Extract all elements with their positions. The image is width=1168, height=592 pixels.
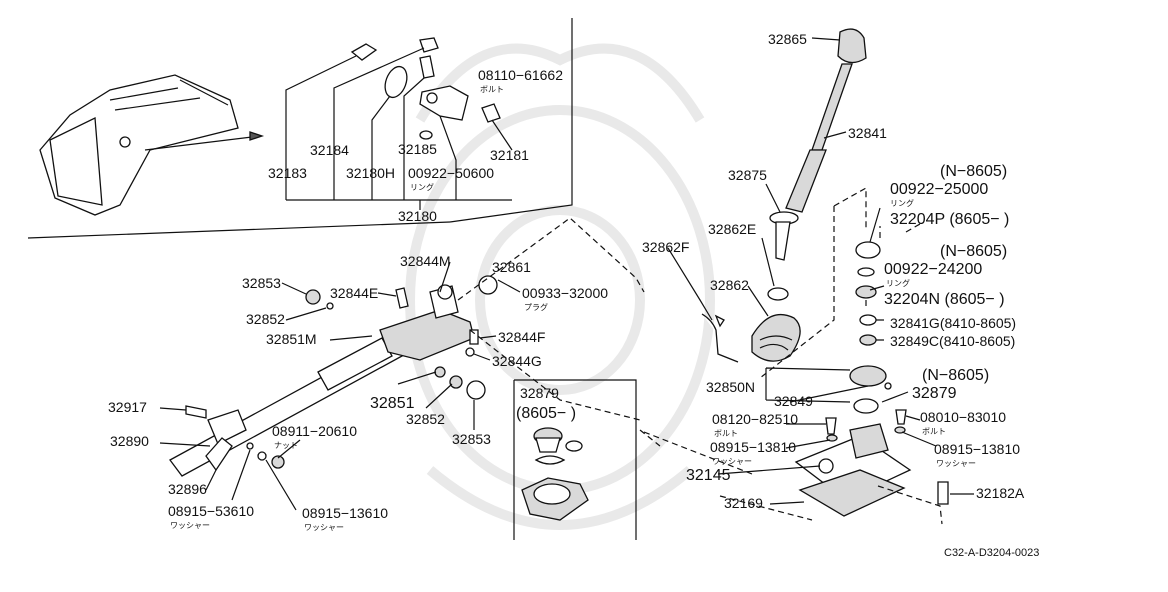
label-32169: 32169 — [724, 495, 763, 511]
label-00922-24200: 00922−24200 — [884, 261, 982, 278]
shift-rod-assembly — [169, 275, 498, 477]
inset-label-32879: 32879 — [520, 385, 559, 401]
label-32204P: 32204P (8605− ) — [890, 211, 1009, 228]
label-08915-53610-sub: ワッシャー — [170, 521, 210, 530]
label-32184: 32184 — [310, 142, 349, 158]
label-32185: 32185 — [398, 141, 437, 157]
label-32862: 32862 — [710, 277, 749, 293]
shift-lever-assembly — [701, 28, 949, 517]
label-00922-24200-sub: リング — [886, 278, 910, 288]
label-32865: 32865 — [768, 31, 807, 47]
label-32879: 32879 — [912, 385, 957, 402]
label-08915-13810-a-sub: ワッシャー — [712, 457, 752, 466]
label-n8605-c: (N−8605) — [922, 367, 989, 384]
label-32917: 32917 — [108, 399, 147, 415]
label-08915-13810-a: 08915−13810 — [710, 439, 796, 455]
label-08110-61662: 08110−61662 — [478, 67, 563, 83]
label-00922-25000-sub: リング — [890, 198, 914, 208]
transmission-housing — [39, 74, 265, 216]
shift-lever-leaders — [643, 37, 974, 525]
label-00922-50600-sub: リング — [410, 182, 434, 192]
shift-rod-leaders — [159, 217, 661, 511]
bracket-leader-32183 — [285, 47, 425, 200]
label-32180H: 32180H — [346, 165, 395, 181]
label-08911-20610: 08911−20610 — [272, 423, 357, 439]
label-08915-13610: 08915−13610 — [302, 505, 388, 521]
label-00933-sub: プラグ — [524, 302, 548, 312]
label-32851M: 32851M — [266, 331, 317, 347]
label-08915-13610-sub: ワッシャー — [304, 523, 344, 532]
label-32862E: 32862E — [708, 221, 756, 237]
label-32182A: 32182A — [976, 485, 1025, 501]
label-00922-25000: 00922−25000 — [890, 181, 988, 198]
top-divider-vertical — [449, 18, 573, 223]
label-08120-sub: ボルト — [714, 429, 738, 438]
bracket-leader-group — [286, 77, 513, 210]
label-08915-13810-b: 08915−13810 — [934, 441, 1020, 457]
label-n8605-a: (N−8605) — [940, 163, 1007, 180]
label-32875: 32875 — [728, 167, 767, 183]
label-08110-sub: ボルト — [480, 85, 504, 94]
label-32850N: 32850N — [706, 379, 755, 395]
label-32896: 32896 — [168, 481, 207, 497]
label-32852-b: 32852 — [406, 411, 445, 427]
label-08915-53610: 08915−53610 — [168, 503, 254, 519]
label-32861: 32861 — [492, 259, 531, 275]
label-32849C: 32849C(8410-8605) — [890, 333, 1015, 349]
inset-box — [513, 379, 637, 540]
top-divider-horizontal — [27, 221, 451, 239]
label-32890: 32890 — [110, 433, 149, 449]
label-32853-a: 32853 — [242, 275, 281, 291]
label-32180: 32180 — [398, 208, 437, 224]
label-32844E: 32844E — [330, 285, 378, 301]
label-08120-82510: 08120−82510 — [712, 411, 798, 427]
label-32862F: 32862F — [642, 239, 689, 255]
label-n8605-b: (N−8605) — [940, 243, 1007, 260]
label-08010-sub: ボルト — [922, 427, 946, 436]
label-32204N: 32204N (8605− ) — [884, 291, 1005, 308]
label-32849: 32849 — [774, 393, 813, 409]
label-32181: 32181 — [490, 147, 529, 163]
label-32145: 32145 — [686, 467, 731, 484]
label-32844G: 32844G — [492, 353, 542, 369]
label-00922-50600: 00922−50600 — [408, 165, 494, 181]
label-00933-32000: 00933−32000 — [522, 285, 608, 301]
label-32841: 32841 — [848, 125, 887, 141]
label-08010-83010: 08010−83010 — [920, 409, 1006, 425]
label-32851: 32851 — [370, 395, 415, 412]
label-32853-b: 32853 — [452, 431, 491, 447]
label-32841G: 32841G(8410-8605) — [890, 315, 1016, 331]
part-labels: 32183 32184 32180H 32185 00922−50600 リング… — [108, 31, 1039, 559]
label-08911-sub: ナット — [274, 441, 298, 450]
label-32844M: 32844M — [400, 253, 451, 269]
bracket-parts — [350, 37, 501, 140]
label-32844F: 32844F — [498, 329, 545, 345]
label-32852-a: 32852 — [246, 311, 285, 327]
inset-label-range: (8605− ) — [516, 405, 576, 422]
label-32183: 32183 — [268, 165, 307, 181]
label-08915-13810-b-sub: ワッシャー — [936, 459, 976, 468]
diagram-code: C32-A-D3204-0023 — [944, 547, 1039, 559]
